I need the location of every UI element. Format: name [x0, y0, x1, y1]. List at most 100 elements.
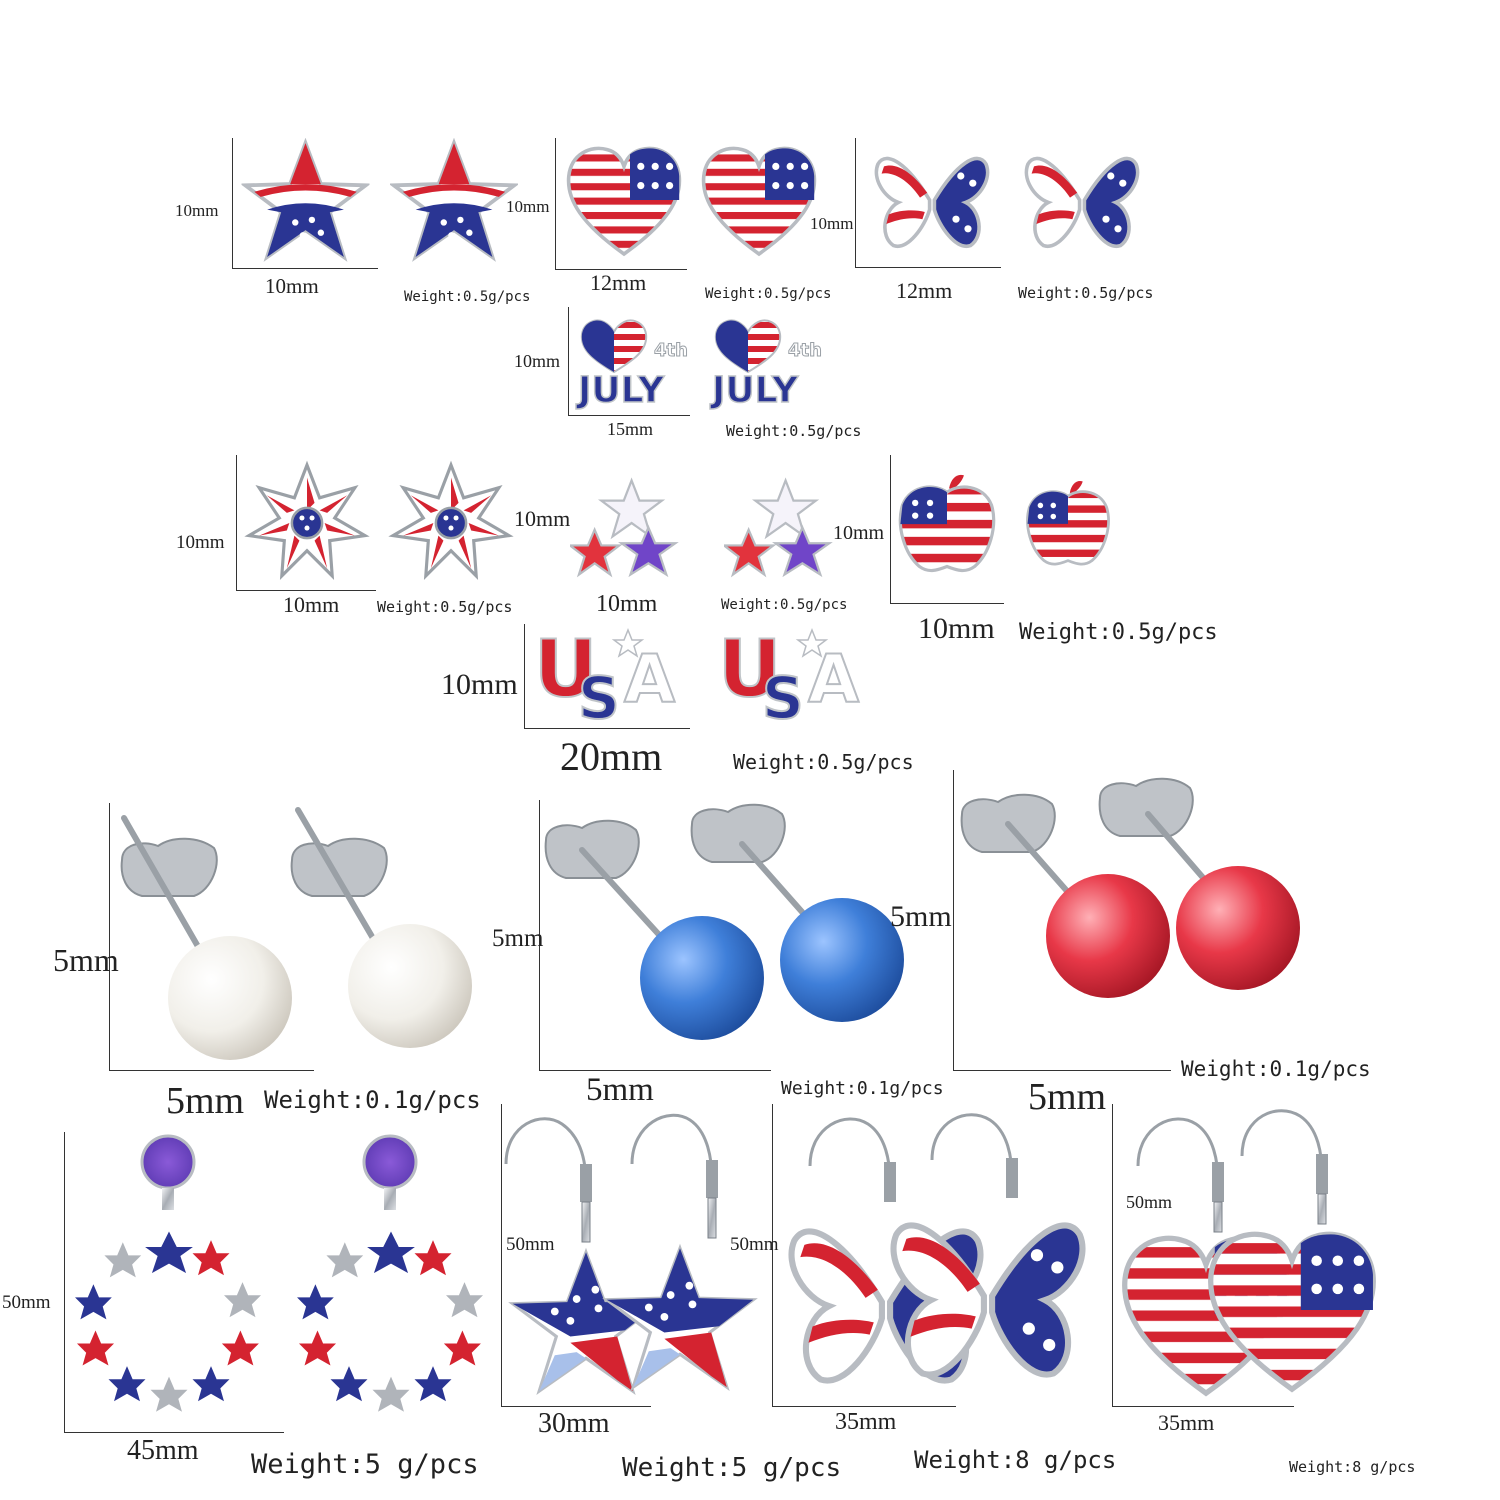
apple-stud-left-image: [894, 458, 1000, 586]
blue-pearl-frame-vertical: [539, 800, 540, 1070]
heart-stud-right-image: [695, 140, 823, 260]
butterfly-stud-right-image: [1012, 140, 1152, 260]
butterfly-drop-frame-vertical: [772, 1104, 773, 1406]
svg-text:A: A: [808, 641, 859, 718]
heart-stud-left-image: [560, 140, 688, 260]
july-stud-frame-vertical: [568, 307, 569, 415]
red-pearl-frame-horizontal: [953, 1070, 1171, 1071]
heart-drop-height-label: 50mm: [1126, 1192, 1173, 1212]
butterfly-stud-left-image: [862, 140, 1002, 260]
butterfly-stud-height-label: 10mm: [810, 214, 854, 233]
apple-stud-frame-vertical: [890, 455, 891, 603]
star-wreath-drop-frame-horizontal: [64, 1432, 284, 1433]
heart-drop-frame-vertical: [1112, 1104, 1113, 1406]
blue-pearl-height-label: 5mm: [492, 925, 544, 952]
white-pearl-image: [120, 807, 472, 1060]
butterfly-drop-width-label: 35mm: [835, 1409, 897, 1435]
red-pearl-frame-vertical: [953, 770, 954, 1070]
star-wreath-drop-width-label: 45mm: [127, 1435, 199, 1466]
star-wreath-drop-image: [64, 1134, 500, 1428]
butterfly-drop-image: [776, 1113, 1102, 1404]
red-pearl-width-label: 5mm: [1028, 1076, 1107, 1118]
butterfly-drop-height-label: 50mm: [730, 1234, 779, 1255]
blue-pearl-width-label: 5mm: [586, 1072, 654, 1108]
usa-stud-weight-label: Weight:0.5g/pcs: [733, 750, 914, 774]
star-stud-right-image: [388, 138, 520, 266]
svg-text:4th: 4th: [788, 340, 822, 361]
apple-stud-width-label: 10mm: [918, 612, 995, 645]
butterfly-stud-width-label: 12mm: [896, 278, 953, 303]
star-stud-frame-vertical: [232, 138, 233, 268]
star-stud-left-image: [238, 138, 373, 266]
july-stud-right-image: 4th JULY: [708, 319, 822, 410]
heart-stud-width-label: 12mm: [590, 270, 647, 295]
svg-text:U: U: [718, 626, 781, 715]
heart-drop-weight-label: Weight:8 g/pcs: [1289, 1458, 1416, 1476]
star-drop-image: [504, 1113, 760, 1404]
star-wreath-drop-weight-label: Weight:5 g/pcs: [251, 1449, 479, 1480]
red-pearl-image: [960, 777, 1300, 998]
july-stud-left-image: 4th JULY: [574, 319, 688, 410]
apple-stud-weight-label: Weight:0.5g/pcs: [1019, 620, 1218, 645]
heart-stud-frame-horizontal: [555, 269, 687, 270]
butterfly-drop-frame-horizontal: [772, 1406, 956, 1407]
white-pearl-frame-horizontal: [109, 1070, 314, 1071]
flower-stud-width-label: 10mm: [283, 592, 340, 617]
star-drop-width-label: 30mm: [538, 1408, 610, 1439]
july-stud-frame-horizontal: [568, 415, 690, 416]
usa-stud-left-image: U S A: [533, 626, 676, 722]
heart-stud-weight-label: Weight:0.5g/pcs: [705, 286, 832, 302]
heart-stud-frame-vertical: [555, 138, 556, 269]
july-stud-height-label: 10mm: [514, 351, 561, 371]
star-stud-weight-label: Weight:0.5g/pcs: [404, 289, 531, 305]
svg-text:JULY: JULY: [709, 370, 799, 410]
flower-stud-weight-label: Weight:0.5g/pcs: [377, 598, 513, 616]
white-pearl-width-label: 5mm: [166, 1080, 245, 1122]
heart-stud-height-label: 10mm: [506, 197, 550, 216]
star-wreath-drop-height-label: 50mm: [2, 1292, 51, 1313]
svg-text:S: S: [578, 664, 620, 722]
flower-stud-frame-vertical: [236, 455, 237, 590]
apple-stud-height-label: 10mm: [833, 522, 885, 544]
svg-text:JULY: JULY: [575, 370, 665, 410]
star-drop-height-label: 50mm: [506, 1234, 555, 1255]
july-stud-weight-label: Weight:0.5g/pcs: [726, 422, 862, 440]
usa-stud-width-label: 20mm: [560, 734, 663, 779]
heart-drop-frame-horizontal: [1112, 1406, 1294, 1407]
three-star-stud-right-image: [712, 476, 848, 588]
usa-stud-frame-horizontal: [524, 728, 690, 729]
flower-stud-right-image: [386, 460, 516, 586]
star-stud-height-label: 10mm: [175, 201, 219, 220]
blue-pearl-weight-label: Weight:0.1g/pcs: [781, 1078, 944, 1099]
july-stud-width-label: 15mm: [607, 419, 654, 439]
svg-text:4th: 4th: [654, 340, 688, 361]
white-pearl-weight-label: Weight:0.1g/pcs: [264, 1086, 481, 1114]
butterfly-drop-weight-label: Weight:8 g/pcs: [914, 1446, 1117, 1474]
apple-stud-right-image: [1022, 458, 1114, 586]
usa-stud-frame-vertical: [524, 624, 525, 728]
heart-drop-image: [1116, 1109, 1380, 1404]
star-wreath-drop-frame-vertical: [64, 1132, 65, 1432]
red-pearl-weight-label: Weight:0.1g/pcs: [1181, 1057, 1371, 1081]
svg-text:S: S: [762, 664, 804, 722]
star-drop-weight-label: Weight:5 g/pcs: [622, 1453, 842, 1483]
butterfly-stud-weight-label: Weight:0.5g/pcs: [1018, 284, 1154, 302]
three-star-stud-weight-label: Weight:0.5g/pcs: [721, 597, 848, 613]
white-pearl-height-label: 5mm: [53, 942, 119, 978]
white-pearl-frame-vertical: [109, 803, 110, 1070]
apple-stud-frame-horizontal: [890, 603, 1004, 604]
blue-pearl-height-label-right: 5mm: [890, 900, 952, 933]
star-drop-frame-horizontal: [501, 1406, 651, 1407]
star-drop-frame-vertical: [501, 1104, 502, 1406]
butterfly-stud-frame-vertical: [855, 138, 856, 267]
heart-drop-width-label: 35mm: [1158, 1410, 1215, 1435]
usa-stud-height-label: 10mm: [441, 668, 518, 701]
star-stud-frame-horizontal: [232, 268, 378, 269]
flower-stud-height-label: 10mm: [176, 532, 225, 553]
blue-pearl-image: [544, 803, 904, 1040]
flower-stud-frame-horizontal: [236, 590, 376, 591]
star-stud-width-label: 10mm: [265, 274, 319, 298]
three-star-stud-height-label: 10mm: [514, 506, 571, 531]
usa-stud-right-image: U S A: [717, 626, 860, 722]
three-star-stud-width-label: 10mm: [596, 591, 658, 617]
